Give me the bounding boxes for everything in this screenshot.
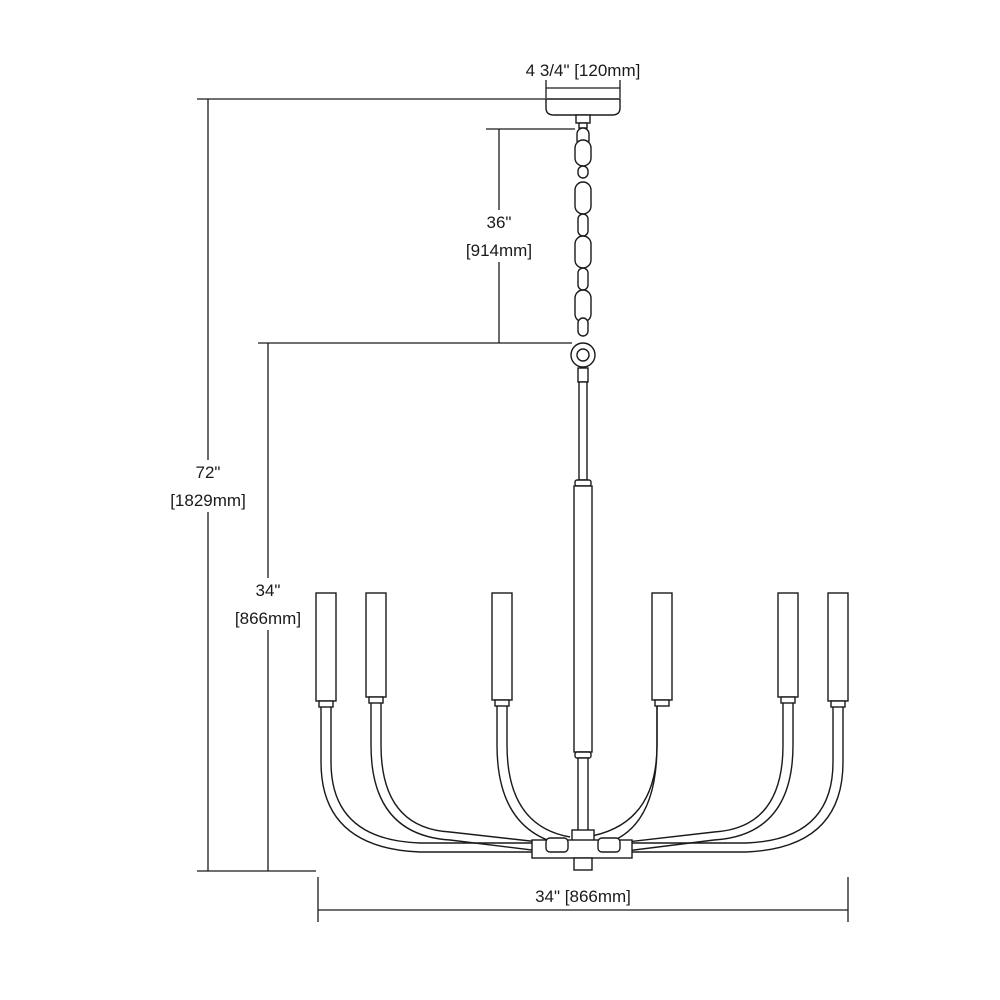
fixture-width-label: 34" [866mm] <box>535 887 631 906</box>
candle-cup-1 <box>318 700 334 708</box>
overall-label-bg <box>156 460 260 512</box>
candle-sleeve-1 <box>315 592 337 702</box>
overall-height-label-in: 72" <box>196 463 221 482</box>
candle-sleeve-4 <box>651 592 673 701</box>
candle-sleeve-6 <box>827 592 849 702</box>
chain <box>574 127 592 337</box>
arm-2 <box>370 702 549 853</box>
candle-cup-6 <box>830 700 846 708</box>
chain-link <box>574 181 592 215</box>
canopy-fitting <box>575 114 591 124</box>
arm-2-inner <box>380 702 549 844</box>
stem-sleeve-cap <box>574 479 592 487</box>
chain-link <box>577 317 589 337</box>
candle-sleeve-3 <box>491 592 513 701</box>
chain-link <box>574 139 592 167</box>
overall-height-label-mm: [1829mm] <box>170 491 246 510</box>
arm-3 <box>496 705 571 847</box>
chain-link <box>577 213 589 237</box>
chain-link <box>577 267 589 291</box>
canopy-label-bg <box>520 58 646 80</box>
lower-stem <box>577 757 589 835</box>
candle-cup-2 <box>368 696 384 704</box>
chain-length-label-in: 36" <box>487 213 512 232</box>
hub-finial <box>573 857 593 871</box>
chain-label-bg <box>454 210 544 262</box>
arm-4 <box>595 705 658 847</box>
fixture-height-label-bg <box>222 578 314 630</box>
candle-cup-3 <box>494 699 510 707</box>
stem-top-collar <box>577 367 589 383</box>
candle-cup-4 <box>654 699 670 707</box>
stem-sleeve-cap-bottom <box>574 751 592 759</box>
hub-arm-socket-right <box>597 837 621 853</box>
chain-link <box>574 235 592 269</box>
candle-sleeve-5 <box>777 592 799 698</box>
fixture-height-label-mm: [866mm] <box>235 609 301 628</box>
arm-6 <box>632 706 844 853</box>
candle-sleeve-2 <box>365 592 387 698</box>
arm-5-inner <box>617 702 784 844</box>
chain-length-label-mm: [914mm] <box>466 241 532 260</box>
chandelier <box>315 98 849 871</box>
loop-ring-inner <box>576 348 590 362</box>
arm-5 <box>617 702 794 853</box>
dimension-labels: 4 3/4" [120mm] 36" [914mm] 72" [1829mm] … <box>156 58 648 906</box>
fixture-height-label-in: 34" <box>256 581 281 600</box>
dimension-lines <box>197 80 849 922</box>
canopy-width-label: 4 3/4" [120mm] <box>526 61 641 80</box>
arm-1 <box>320 706 534 853</box>
arm-4-inner <box>585 705 658 838</box>
arms <box>320 702 844 853</box>
chain-link <box>577 165 589 179</box>
arm-6-inner <box>632 706 834 844</box>
arm-3-inner <box>506 705 571 838</box>
canopy-nipple <box>578 122 588 129</box>
stem-sleeve <box>573 485 593 753</box>
chain-link <box>574 289 592 323</box>
hub-arm-socket-left <box>545 837 569 853</box>
candle-sleeves <box>315 592 849 708</box>
upper-stem <box>578 381 588 481</box>
fixture-width-label-bg <box>518 884 648 906</box>
candle-cup-5 <box>780 696 796 704</box>
arm-1-inner <box>330 706 534 844</box>
canopy <box>545 98 621 116</box>
